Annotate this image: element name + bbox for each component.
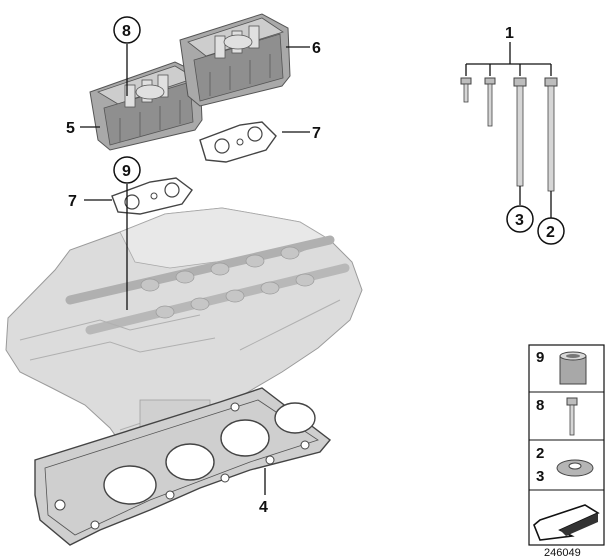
legend-label-9: 9 [536, 349, 544, 366]
bolt-long-2 [544, 77, 558, 192]
washer-icon [556, 459, 594, 477]
camshaft-carrier-right [179, 13, 291, 107]
sleeve-icon [559, 351, 587, 385]
callout-7-right: 7 [312, 125, 321, 142]
bolt-short-1 [460, 77, 472, 103]
callout-6: 6 [312, 40, 321, 57]
arrow-icon [533, 504, 600, 541]
callout-1: 1 [505, 25, 514, 42]
callout-9: 9 [122, 163, 131, 180]
callout-3: 3 [515, 212, 524, 229]
callout-7-left: 7 [68, 193, 77, 210]
drawing-number: 246049 [544, 547, 581, 559]
cylinder-head [5, 207, 363, 471]
callout-2: 2 [546, 224, 555, 241]
head-gasket [34, 387, 332, 546]
legend-label-3: 3 [536, 468, 544, 485]
seal-gasket-right [199, 121, 277, 163]
callout-3-circle [506, 205, 534, 233]
legend-label-2: 2 [536, 445, 544, 462]
callout-8-circle [113, 16, 141, 44]
callout-4: 4 [259, 499, 268, 516]
legend-label-8: 8 [536, 397, 544, 414]
callout-2-circle [537, 217, 565, 245]
camshaft-carrier-left [89, 61, 203, 151]
parts-legend: 9 8 2 3 [528, 344, 605, 546]
callout-labels: 1 3 2 8 9 5 6 7 7 4 [66, 16, 565, 516]
callout-5: 5 [66, 120, 75, 137]
callout-8: 8 [122, 23, 131, 40]
leader-lines [80, 42, 552, 495]
bolt-short-2 [484, 77, 496, 127]
seal-gasket-left [111, 177, 193, 215]
callout-9-circle [113, 156, 141, 184]
bolt-long-3 [513, 77, 527, 187]
bolt-set [460, 77, 558, 192]
bolt-icon [566, 397, 578, 436]
